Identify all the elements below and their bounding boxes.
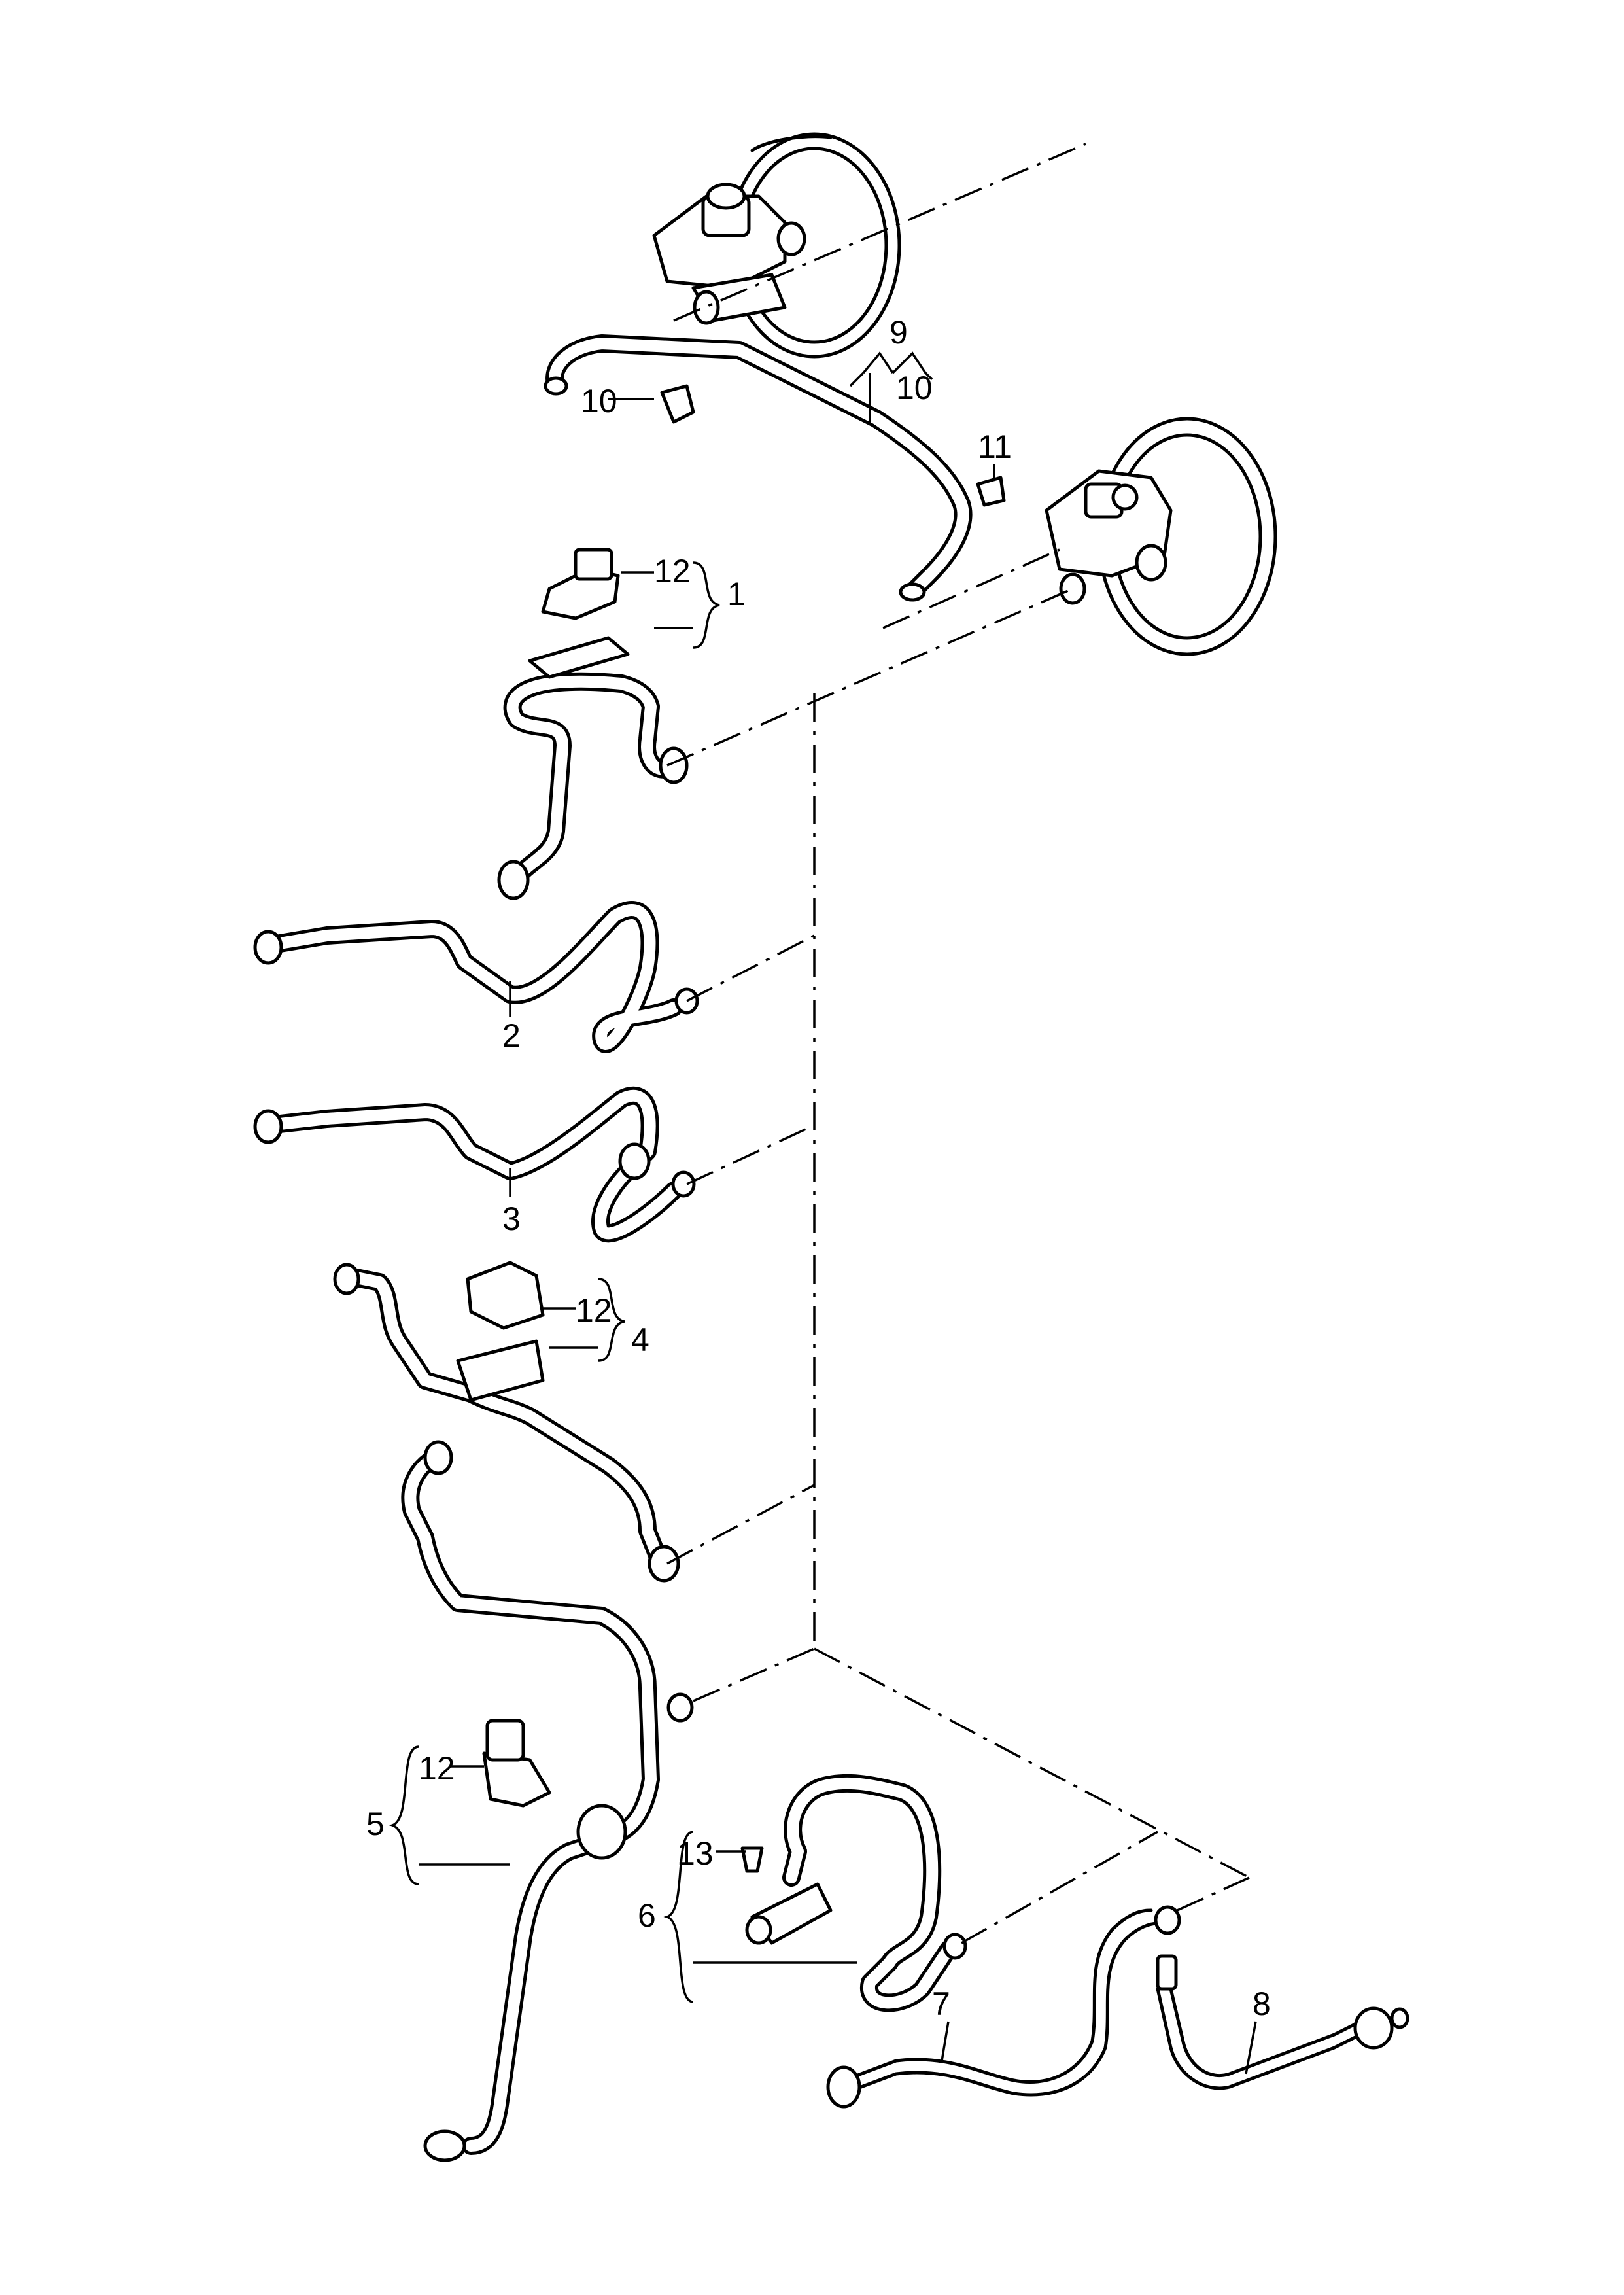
callout-9: 9 [890, 314, 908, 351]
vacuum-hose-2 [253, 901, 699, 1053]
callout-12-hose-4: 12 [576, 1292, 612, 1329]
callout-12-hose-5: 12 [419, 1750, 455, 1787]
callout-3: 3 [502, 1200, 521, 1237]
assembly-centerlines [666, 143, 1250, 1944]
vacuum-hose-1 [497, 548, 689, 900]
hose-clip-10 [660, 384, 695, 424]
vacuum-hose-9 [544, 334, 973, 602]
bolt-13 [740, 1846, 764, 1873]
callout-1: 1 [727, 576, 746, 612]
vacuum-hose-6 [745, 1774, 967, 2012]
callout-leaders [389, 351, 1257, 2075]
callout-9-sub-10: 10 [896, 370, 933, 406]
callout-2: 2 [502, 1017, 521, 1054]
callout-6: 6 [638, 1897, 656, 1934]
callout-7: 7 [932, 1986, 950, 2022]
callout-13: 13 [677, 1835, 714, 1872]
brake-booster-lower [1045, 417, 1277, 656]
callout-12-hose-1: 12 [654, 553, 691, 589]
vacuum-hose-4 [333, 1261, 680, 1583]
vacuum-hose-8 [1156, 1954, 1409, 2090]
callout-4: 4 [631, 1322, 649, 1358]
vacuum-hose-5 [401, 1440, 694, 2162]
vacuum-hose-7 [826, 1905, 1181, 2109]
callout-5: 5 [366, 1806, 385, 1842]
brake-booster-upper [652, 132, 901, 359]
callout-10: 10 [581, 383, 617, 419]
callout-11: 11 [978, 429, 1012, 465]
hose-clip-11 [976, 476, 1006, 507]
callout-labels: 1 2 3 4 5 6 7 8 9 10 10 11 12 12 12 13 [366, 314, 1271, 2022]
vacuum-hose-3 [253, 1086, 696, 1243]
callout-8: 8 [1253, 1986, 1271, 2022]
